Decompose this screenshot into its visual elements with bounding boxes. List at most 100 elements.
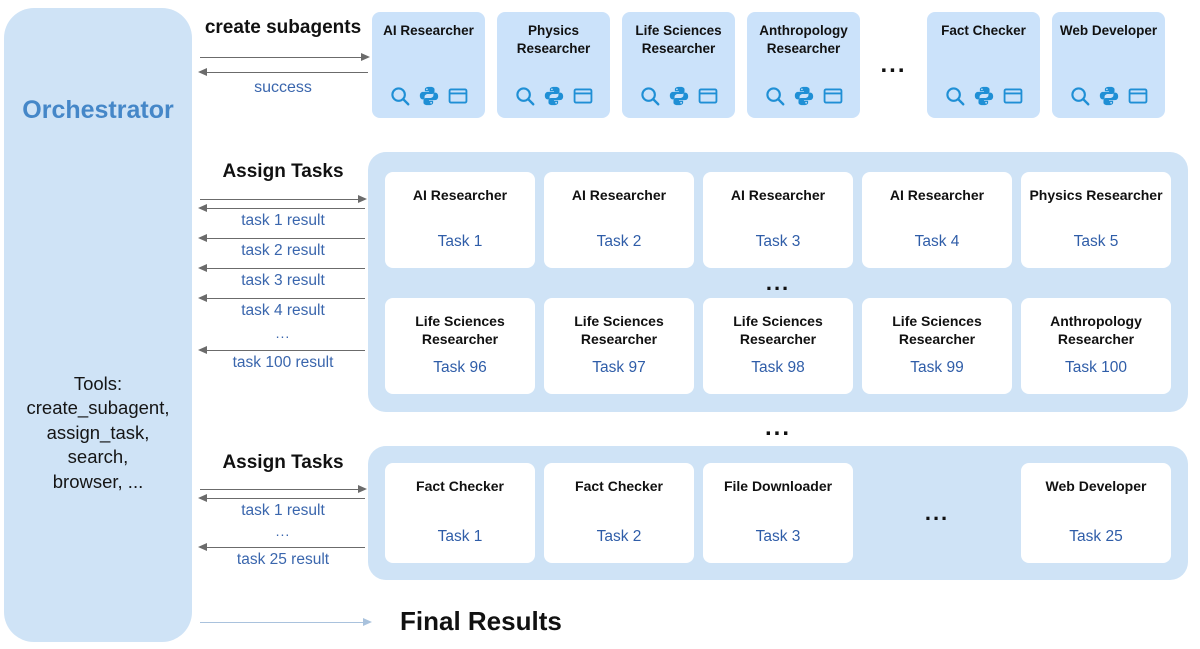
subagent-name: Physics Researcher: [516, 23, 591, 56]
subagent-icons: [764, 85, 844, 107]
task-card: Life Sciences Researcher Task 97: [544, 298, 694, 394]
task-pool-1-row-1: AI Researcher Task 1 AI Researcher Task …: [385, 172, 1171, 268]
task-card: Fact Checker Task 2: [544, 463, 694, 563]
task-result-arrow: [198, 234, 365, 242]
task-pool-1: AI Researcher Task 1 AI Researcher Task …: [368, 152, 1188, 412]
create-subagents-label: create subagents: [204, 17, 362, 38]
task-card-agent: Life Sciences Researcher: [415, 313, 505, 348]
browser-icon: [1002, 85, 1024, 107]
browser-icon: [447, 85, 469, 107]
browser-icon: [1127, 85, 1149, 107]
task-card-agent: Fact Checker: [416, 478, 504, 494]
subagent-box-web-developer: Web Developer: [1052, 12, 1165, 118]
task-card: Web Developer Task 25: [1021, 463, 1171, 563]
browser-icon: [697, 85, 719, 107]
task-card-task: Task 5: [1073, 233, 1119, 250]
task-card-task: Task 97: [592, 359, 646, 376]
task-result-arrow: [198, 204, 365, 212]
task-card-agent: Life Sciences Researcher: [892, 313, 982, 348]
search-icon: [389, 85, 411, 107]
task-card: AI Researcher Task 4: [862, 172, 1012, 268]
assign-tasks-label-2: Assign Tasks: [222, 452, 344, 473]
task-pool-2-ellipsis: ...: [924, 500, 950, 525]
python-icon: [543, 85, 565, 107]
task-card: AI Researcher Task 2: [544, 172, 694, 268]
assign-tasks-label-1: Assign Tasks: [222, 161, 344, 182]
subagent-box-physics-researcher: Physics Researcher: [497, 12, 610, 118]
subagent-icons: [639, 85, 719, 107]
task-card-task: Task 2: [596, 233, 642, 250]
final-results-arrow: [200, 618, 372, 626]
task-card-task: Task 3: [755, 528, 801, 545]
task-result-arrow: [198, 346, 365, 354]
task-result-arrow: [198, 543, 365, 551]
task-card-task: Task 2: [596, 528, 642, 545]
task-result-arrow: [198, 294, 365, 302]
task-card-agent: AI Researcher: [889, 187, 985, 203]
success-label: success: [254, 79, 312, 96]
task-result-label: task 3 result: [241, 272, 325, 289]
task-card-agent: Life Sciences Researcher: [733, 313, 823, 348]
task-card-agent: Anthropology Researcher: [1050, 313, 1142, 348]
subagent-icons: [1069, 85, 1149, 107]
task-card: Life Sciences Researcher Task 99: [862, 298, 1012, 394]
task-result-label: task 1 result: [241, 502, 325, 519]
subagent-box-fact-checker: Fact Checker: [927, 12, 1040, 118]
subagent-row-ellipsis: ...: [880, 51, 907, 78]
task-result-label: task 2 result: [241, 242, 325, 259]
task-card-task: Task 4: [914, 233, 960, 250]
task-result-label: task 25 result: [236, 551, 330, 568]
task-card-task: Task 99: [910, 359, 964, 376]
task-result-label: task 4 result: [241, 302, 325, 319]
task-pool-1-ellipsis: ...: [765, 270, 791, 295]
orchestrator-title: Orchestrator: [22, 96, 174, 124]
subagent-icons: [514, 85, 594, 107]
assign-tasks-arrow-1: [200, 195, 367, 203]
task-card-task: Task 100: [1064, 359, 1128, 376]
task-results-ellipsis: ...: [275, 325, 291, 341]
task-card-task: Task 25: [1069, 528, 1123, 545]
task-card: Anthropology Researcher Task 100: [1021, 298, 1171, 394]
subagent-box-life-sciences-researcher: Life Sciences Researcher: [622, 12, 735, 118]
task-card-task: Task 98: [751, 359, 805, 376]
task-card-task: Task 1: [437, 528, 483, 545]
task-pool-2-row: Fact Checker Task 1 Fact Checker Task 2 …: [385, 463, 1171, 563]
task-result-arrow: [198, 264, 365, 272]
task-card-task: Task 3: [755, 233, 801, 250]
task-card: Physics Researcher Task 5: [1021, 172, 1171, 268]
search-icon: [639, 85, 661, 107]
orchestrator-panel: Orchestrator Tools: create_subagent, ass…: [4, 8, 192, 642]
task-card: AI Researcher Task 1: [385, 172, 535, 268]
subagent-box-ai-researcher: AI Researcher: [372, 12, 485, 118]
task-card-task: Task 1: [437, 233, 483, 250]
python-icon: [1098, 85, 1120, 107]
browser-icon: [572, 85, 594, 107]
task-results-ellipsis: ...: [275, 523, 291, 539]
task-pool-2: Fact Checker Task 1 Fact Checker Task 2 …: [368, 446, 1188, 580]
subagent-name: Web Developer: [1059, 23, 1158, 38]
python-icon: [793, 85, 815, 107]
task-result-arrow: [198, 494, 365, 502]
task-card-agent: Fact Checker: [575, 478, 663, 494]
search-icon: [764, 85, 786, 107]
task-card: Life Sciences Researcher Task 96: [385, 298, 535, 394]
python-icon: [668, 85, 690, 107]
success-return-arrow: [198, 68, 368, 76]
create-subagents-arrow: [200, 53, 370, 61]
task-card-agent: Physics Researcher: [1029, 187, 1163, 203]
browser-icon: [822, 85, 844, 107]
task-card: AI Researcher Task 3: [703, 172, 853, 268]
python-icon: [973, 85, 995, 107]
task-card: Fact Checker Task 1: [385, 463, 535, 563]
subagent-name: Fact Checker: [941, 23, 1026, 38]
task-card-agent: File Downloader: [723, 478, 833, 494]
task-card-agent: AI Researcher: [412, 187, 508, 203]
task-card-agent: AI Researcher: [730, 187, 826, 203]
subagent-name: Anthropology Researcher: [759, 23, 848, 56]
task-result-label: task 100 result: [232, 354, 334, 371]
task-card-agent: Life Sciences Researcher: [574, 313, 664, 348]
search-icon: [514, 85, 536, 107]
task-card: File Downloader Task 3: [703, 463, 853, 563]
subagent-box-anthropology-researcher: Anthropology Researcher: [747, 12, 860, 118]
